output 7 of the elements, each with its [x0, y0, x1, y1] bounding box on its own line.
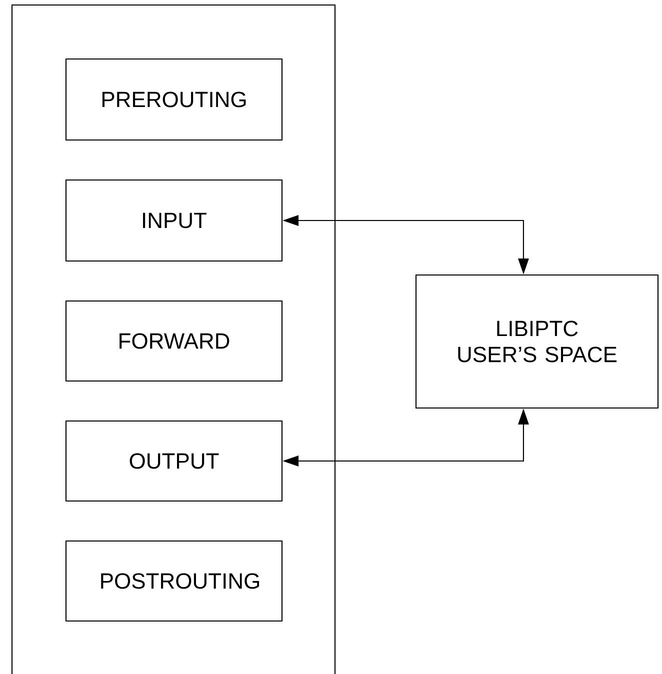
process-box: FORWARD	[65, 300, 283, 382]
process-box: OUTPUT	[65, 420, 283, 502]
process-box: POSTROUTING	[65, 540, 283, 622]
process-box: PREROUTING	[65, 58, 283, 141]
container-frame	[11, 4, 336, 674]
process-box: INPUT	[65, 179, 283, 262]
process-box: LIBIPTC USER’S SPACE	[415, 274, 659, 409]
